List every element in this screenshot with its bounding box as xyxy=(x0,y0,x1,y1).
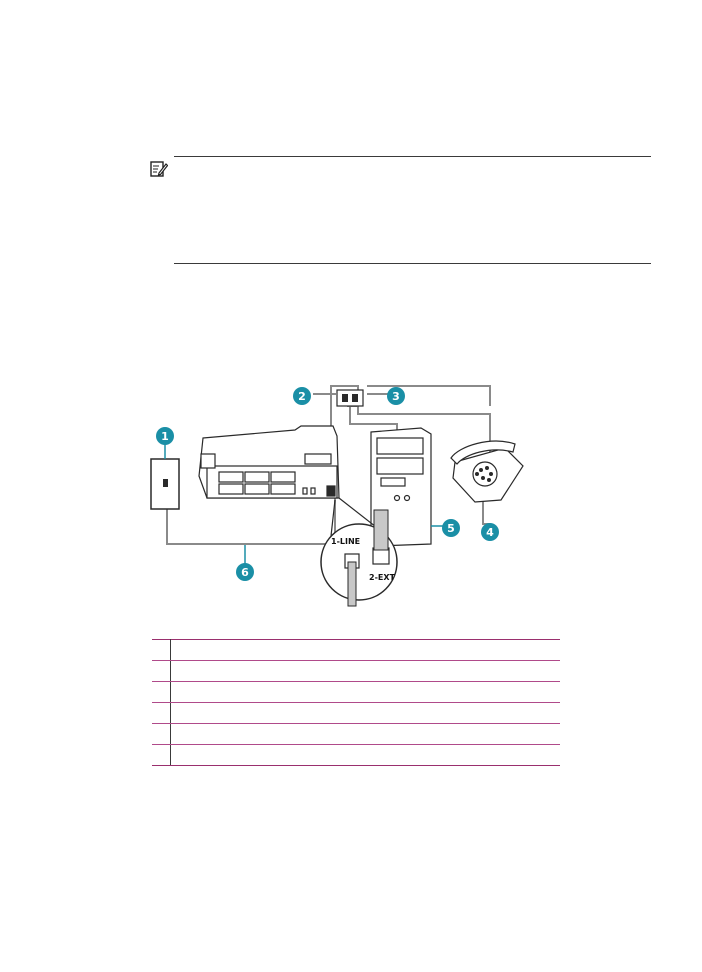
note-top-rule xyxy=(174,156,651,157)
legend-row xyxy=(152,702,560,724)
legend-row-text xyxy=(170,744,560,766)
telephone xyxy=(450,440,524,503)
hp-all-in-one-rear xyxy=(198,425,340,499)
note-bottom-rule xyxy=(174,263,651,264)
callout-5: 5 xyxy=(431,519,460,537)
callout-2: 2 xyxy=(293,387,311,405)
connection-diagram: 1-LINE 2-EXT 1 2 3 4 5 6 xyxy=(150,385,524,607)
wall-jack xyxy=(150,458,180,510)
legend-row xyxy=(152,723,560,745)
svg-text:4: 4 xyxy=(486,526,494,539)
legend-row xyxy=(152,639,560,661)
svg-text:3: 3 xyxy=(392,390,400,403)
legend-row-text xyxy=(170,681,560,703)
legend-row xyxy=(152,681,560,703)
svg-text:6: 6 xyxy=(241,566,249,579)
legend-row xyxy=(152,744,560,766)
port-magnifier: 1-LINE 2-EXT xyxy=(320,497,398,607)
callout-3: 3 xyxy=(387,387,405,405)
legend-row-text xyxy=(170,660,560,682)
legend-row-text xyxy=(170,639,560,661)
legend-row-number xyxy=(152,639,171,661)
legend-row-text xyxy=(170,702,560,724)
svg-text:1: 1 xyxy=(161,430,169,443)
jack-label-ext: 2-EXT xyxy=(369,573,396,582)
legend-row xyxy=(152,660,560,682)
legend-row-text xyxy=(170,723,560,745)
svg-text:2: 2 xyxy=(298,390,306,403)
parallel-splitter xyxy=(336,389,364,407)
callout-1: 1 xyxy=(156,427,174,459)
svg-text:5: 5 xyxy=(447,522,455,535)
legend-row-number xyxy=(152,702,171,724)
legend-row-number xyxy=(152,681,171,703)
legend-row-number xyxy=(152,723,171,745)
legend-row-number xyxy=(152,744,171,766)
jack-label-line: 1-LINE xyxy=(331,537,360,546)
note-pencil-icon xyxy=(150,161,168,177)
legend-row-number xyxy=(152,660,171,682)
callout-6: 6 xyxy=(236,545,254,581)
callout-4: 4 xyxy=(481,523,499,541)
diagram-legend-table xyxy=(152,639,560,766)
